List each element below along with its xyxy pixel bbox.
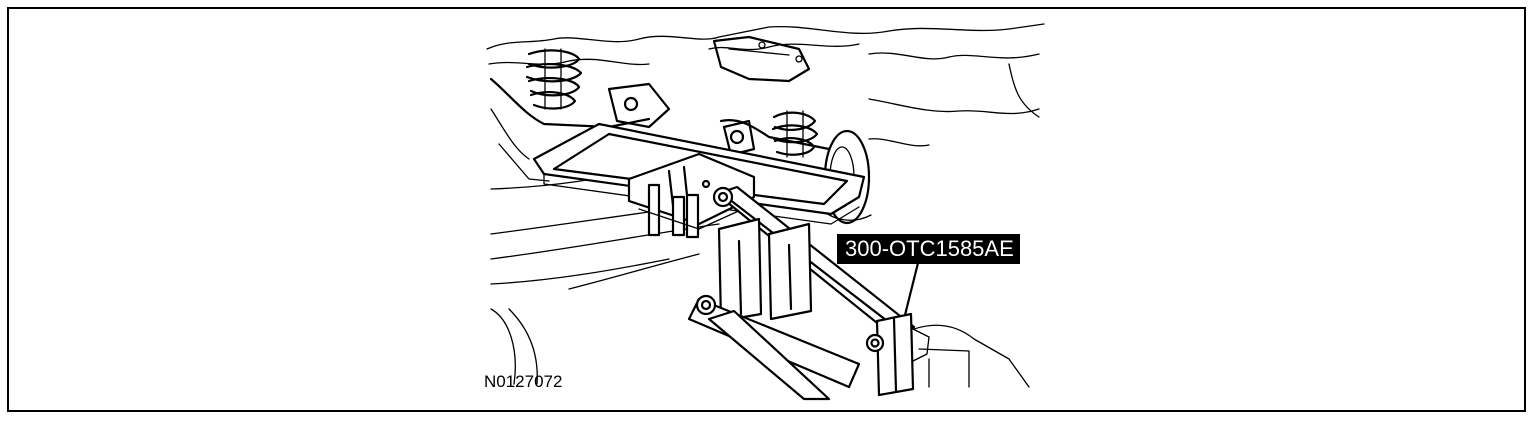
- jack-adapter-illustration: [486, 23, 1045, 401]
- right-coil-spring: [771, 110, 819, 158]
- tool-callout-label: 300-OTC1585AE: [837, 234, 1020, 264]
- figure-id-label: N0127072: [484, 372, 563, 391]
- callout-leader-line: [903, 257, 921, 317]
- jack-arms: [687, 185, 930, 401]
- figure-frame: 300-OTC1585AE N0127072: [7, 7, 1526, 412]
- left-coil-spring: [525, 48, 583, 110]
- vehicle-underbody: [486, 23, 1045, 388]
